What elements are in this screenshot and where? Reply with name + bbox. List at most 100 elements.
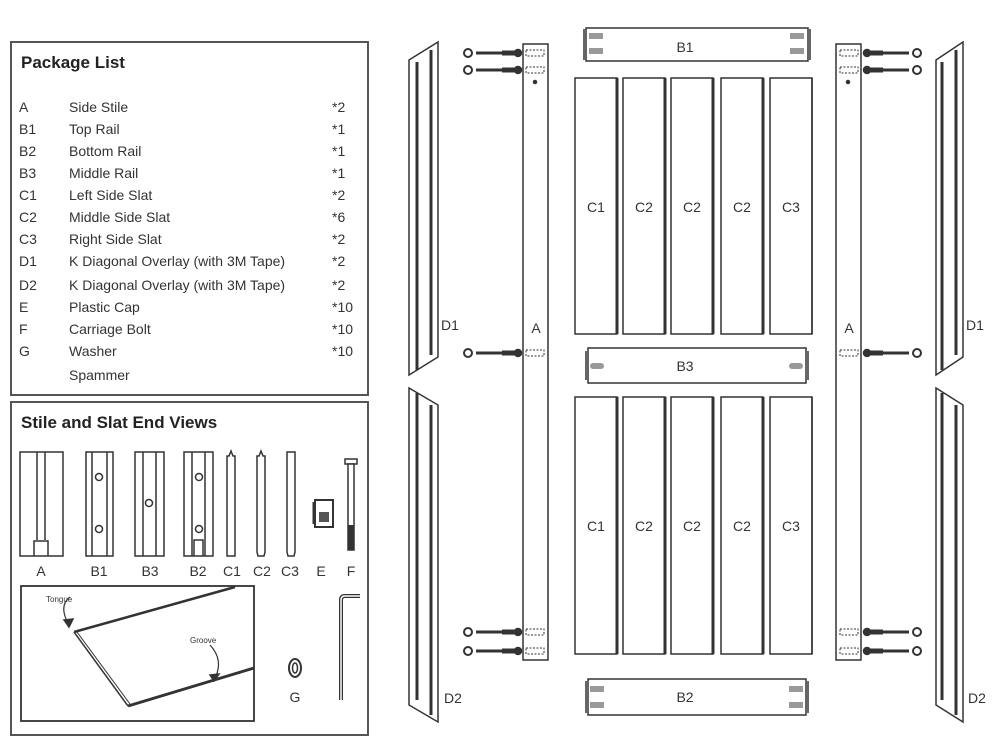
- top-rail-label: B1: [676, 39, 693, 55]
- package-item-code: F: [19, 321, 28, 337]
- package-item-qty: *10: [332, 321, 354, 337]
- carriage-bolt-icon: [463, 627, 523, 637]
- carriage-bolt-icon: [862, 348, 922, 358]
- end-view-label: A: [36, 563, 46, 579]
- end-view-b1: [85, 451, 114, 557]
- right-overlay-top-label: D1: [966, 317, 984, 333]
- groove-label: Groove: [190, 636, 217, 645]
- slat-label: C3: [782, 199, 800, 215]
- right-stile-a: [835, 43, 862, 661]
- end-view-label: C3: [281, 563, 299, 579]
- right-overlay-d1: [935, 40, 964, 377]
- slat: [622, 396, 666, 655]
- slat-label: C2: [733, 518, 751, 534]
- right-overlay-bottom-label: D2: [968, 690, 986, 706]
- package-item-code: D2: [19, 277, 37, 293]
- package-item-qty: *2: [332, 99, 346, 115]
- package-item: B1 Top Rail *1: [19, 121, 359, 141]
- package-item-code: B2: [19, 143, 37, 159]
- end-view-c2: [256, 448, 266, 557]
- package-item-qty: *1: [332, 165, 346, 181]
- tongue-groove-illustration: [20, 585, 255, 722]
- package-item-code: C3: [19, 231, 37, 247]
- end-view-label: E: [316, 563, 325, 579]
- top-rail-b1: [583, 27, 811, 62]
- package-item-qty: *2: [332, 231, 346, 247]
- end-views-title: Stile and Slat End Views: [21, 413, 218, 432]
- hex-key: [339, 594, 360, 700]
- package-item-name: Left Side Slat: [69, 187, 153, 203]
- middle-rail-label: B3: [676, 358, 693, 374]
- package-item: Spammer: [19, 367, 359, 387]
- package-item-qty: *1: [332, 121, 346, 137]
- package-item: B2 Bottom Rail *1: [19, 143, 359, 163]
- package-item-name: Washer: [69, 343, 117, 359]
- package-item-qty: *1: [332, 143, 346, 159]
- washer-label: G: [290, 689, 301, 705]
- left-overlay-bottom-label: D2: [444, 690, 462, 706]
- left-overlay-top-label: D1: [441, 317, 459, 333]
- slat-label: C2: [733, 199, 751, 215]
- carriage-bolt-icon: [463, 48, 523, 58]
- end-view-f-carriage-bolt: [344, 458, 358, 551]
- package-item-name: Plastic Cap: [69, 299, 140, 315]
- package-item-name: Top Rail: [69, 121, 120, 137]
- package-item-name: Middle Rail: [69, 165, 139, 181]
- left-stile-a: [522, 43, 549, 661]
- package-item-code: B1: [19, 121, 37, 137]
- carriage-bolt-icon: [862, 646, 922, 656]
- package-item-name: K Diagonal Overlay (with 3M Tape): [69, 277, 286, 293]
- package-list-title: Package List: [21, 53, 125, 72]
- slat-label: C2: [635, 199, 653, 215]
- package-item-name: Side Stile: [69, 99, 129, 115]
- package-item-name: Right Side Slat: [69, 231, 162, 247]
- package-item-name: Bottom Rail: [69, 143, 142, 159]
- package-item-name: Carriage Bolt: [69, 321, 151, 337]
- package-item-code: A: [19, 99, 29, 115]
- package-item-qty: *2: [332, 277, 346, 293]
- carriage-bolt-icon: [862, 48, 922, 58]
- carriage-bolt-icon: [463, 65, 523, 75]
- left-overlay-d2: [408, 386, 439, 724]
- carriage-bolt-icon: [862, 627, 922, 637]
- right-overlay-d2: [935, 386, 964, 724]
- carriage-bolt-icon: [463, 348, 523, 358]
- bottom-rail-label: B2: [676, 689, 693, 705]
- carriage-bolt-icon: [862, 65, 922, 75]
- slat-label: C3: [782, 518, 800, 534]
- package-item-qty: *2: [332, 253, 346, 269]
- end-view-a: [19, 451, 64, 557]
- end-view-label: B2: [189, 563, 206, 579]
- washer-g: [288, 658, 302, 678]
- slat: [622, 77, 666, 335]
- package-item-code: C1: [19, 187, 37, 203]
- package-item-name: K Diagonal Overlay (with 3M Tape): [69, 253, 286, 269]
- end-view-label: F: [347, 563, 356, 579]
- package-item-code: G: [19, 343, 30, 359]
- package-item: C3 Right Side Slat *2: [19, 231, 359, 251]
- package-item: G Washer *10: [19, 343, 359, 363]
- middle-rail-b3: [585, 347, 809, 384]
- slat: [720, 77, 764, 335]
- package-item-qty: *10: [332, 299, 354, 315]
- package-item-qty: *6: [332, 209, 346, 225]
- right-stile-label: A: [844, 320, 854, 336]
- package-item: F Carriage Bolt *10: [19, 321, 359, 341]
- end-view-b3: [134, 451, 165, 557]
- slat-label: C1: [587, 518, 605, 534]
- left-overlay-d1: [408, 40, 439, 377]
- carriage-bolts: [463, 48, 922, 656]
- left-stile-label: A: [531, 320, 541, 336]
- package-item-qty: *10: [332, 343, 354, 359]
- slat-label: C2: [683, 518, 701, 534]
- end-view-label: C1: [223, 563, 241, 579]
- package-item-name: Middle Side Slat: [69, 209, 171, 225]
